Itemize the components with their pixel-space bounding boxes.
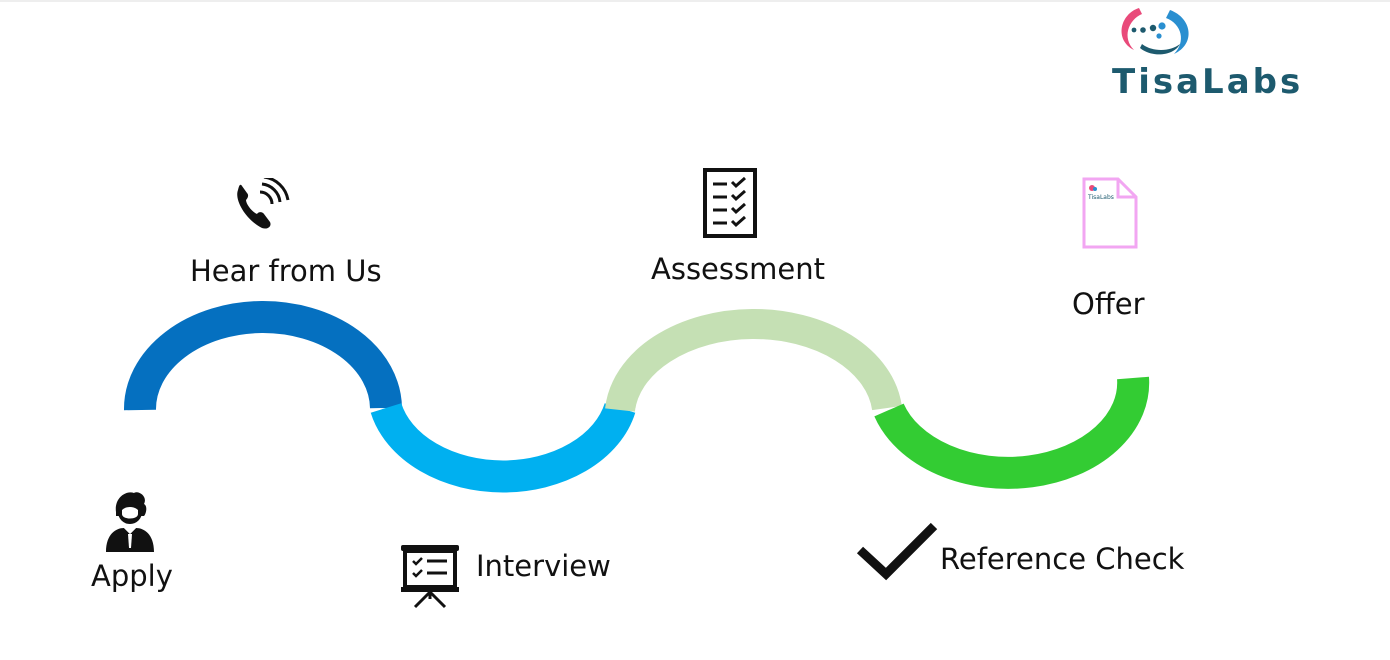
wave-segment-1 [123, 301, 402, 411]
step-label-hear-from-us: Hear from Us [190, 254, 382, 288]
top-divider [0, 0, 1390, 2]
presentation-board-icon [397, 543, 463, 614]
offer-document-logo-text: TisaLabs [1087, 194, 1114, 201]
logo-text: TisaLabs [1112, 62, 1304, 102]
checklist-icon [703, 168, 759, 243]
step-label-interview: Interview [476, 549, 611, 583]
tisalabs-logo: TisaLabs [1112, 0, 1387, 105]
step-label-assessment: Assessment [651, 252, 825, 286]
wave-segment-2 [370, 402, 636, 493]
person-icon [104, 490, 156, 557]
wave-segment-4 [874, 376, 1150, 489]
step-label-apply: Apply [91, 559, 173, 593]
step-label-reference-check: Reference Check [940, 542, 1185, 576]
document-icon: TisaLabs [1082, 177, 1140, 254]
checkmark-icon [856, 522, 938, 587]
logo-swirl-icon [1121, 8, 1189, 55]
phone-icon [232, 175, 294, 239]
step-label-offer: Offer [1072, 287, 1145, 321]
wave-segment-3 [605, 308, 902, 413]
